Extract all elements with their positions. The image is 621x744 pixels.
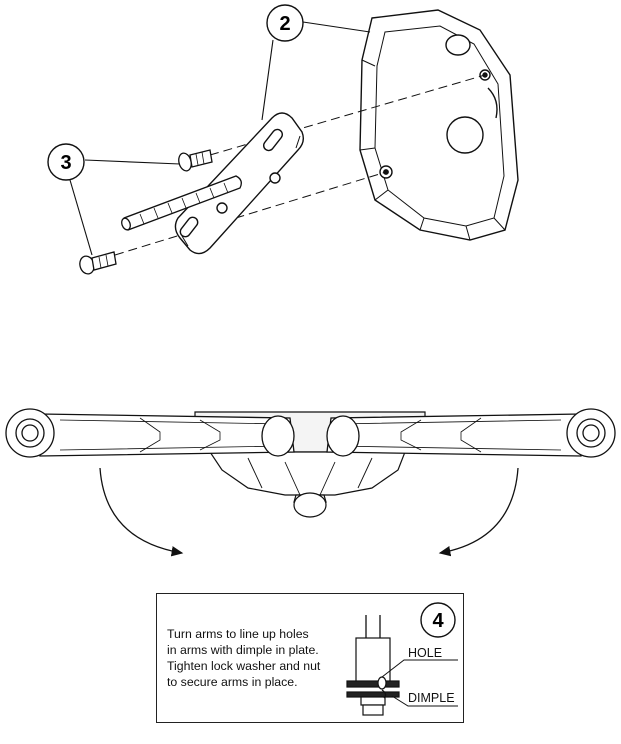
hole-label: HOLE	[408, 646, 442, 660]
screw-upper	[178, 149, 213, 172]
instruction-line-4: to secure arms in place.	[167, 675, 298, 689]
rotation-arrow-right	[438, 467, 519, 557]
junction-box	[359, 9, 519, 241]
instruction-box: Turn arms to line up holes in arms with …	[156, 593, 464, 723]
rotation-arrow-left	[99, 467, 184, 557]
callout-3: 3	[47, 143, 181, 256]
callout-2-label: 2	[279, 13, 290, 35]
threaded-rod	[121, 175, 242, 231]
instruction-line-3: Tighten lock washer and nut	[167, 659, 321, 673]
instruction-text: Turn arms to line up holes in arms with …	[167, 626, 357, 690]
arm-left	[5, 408, 295, 458]
callout-2: 2	[261, 4, 371, 121]
instruction-line-1: Turn arms to line up holes	[167, 627, 309, 641]
dimple-label: DIMPLE	[408, 691, 455, 705]
screw-lower	[79, 251, 117, 275]
detail-4-drawing	[346, 615, 458, 716]
instruction-line-2: in arms with dimple in plate.	[167, 643, 319, 657]
callout-4-label: 4	[432, 610, 444, 632]
arm-right	[326, 408, 616, 458]
callout-3-label: 3	[60, 152, 71, 174]
callout-4: 4	[420, 602, 456, 638]
